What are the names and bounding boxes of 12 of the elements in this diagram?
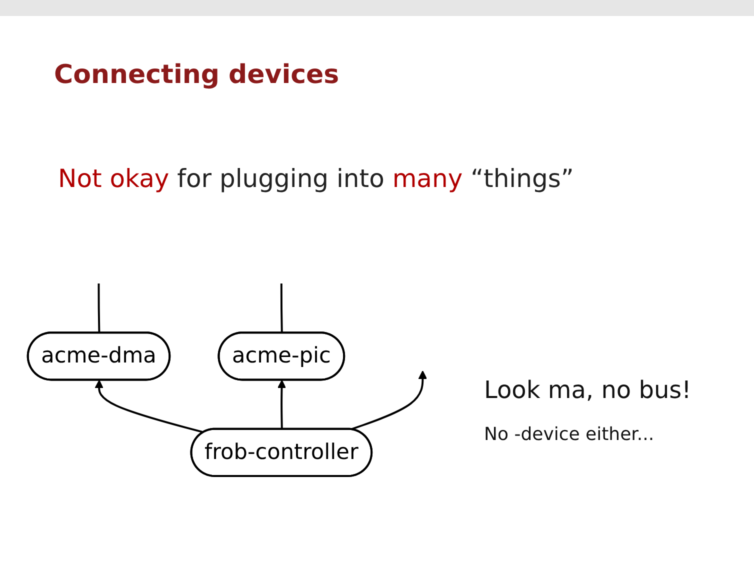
arrow [94, 380, 204, 434]
line [98, 283, 100, 334]
arrow [350, 370, 427, 430]
subheading: Not okay for plugging into many “things” [58, 164, 574, 193]
note-heading: Look ma, no bus! [484, 376, 692, 404]
slide-title: Connecting devices [54, 60, 340, 90]
device-ellipse: frob-controller [190, 428, 373, 477]
device-ellipse: acme-dma [26, 332, 171, 381]
arrow [277, 380, 286, 430]
device-ellipse: acme-pic [218, 332, 346, 381]
note-text: No -device either... [484, 424, 654, 445]
line [280, 283, 283, 334]
